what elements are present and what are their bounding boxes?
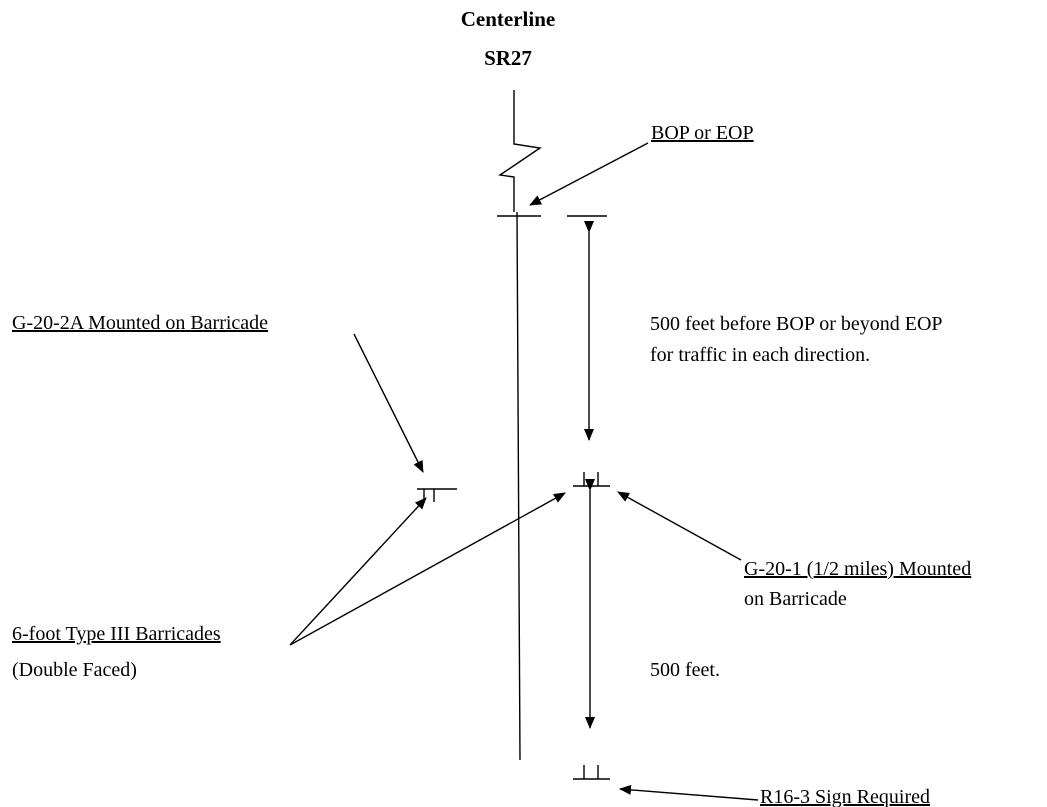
label-500ft-before-bop-line1: 500 feet before BOP or beyond EOP [650, 313, 943, 335]
title-road: SR27 [484, 46, 532, 70]
barricade-bottom-symbol [573, 765, 610, 780]
barricade-center-symbol [573, 472, 610, 487]
label-bop-eop: BOP or EOP [651, 122, 754, 144]
arrow-g20-2a [353, 333, 424, 473]
label-500ft: 500 feet. [650, 659, 720, 681]
arrow-g20-1 [617, 491, 742, 561]
arrow-barricades-left [289, 497, 427, 646]
arrow-barricades-center [289, 492, 566, 646]
label-g20-1-line2: on Barricade [744, 588, 847, 610]
centerline [516, 211, 521, 761]
label-barricades-line2: (Double Faced) [12, 659, 137, 681]
label-g20-2a: G-20-2A Mounted on Barricade [12, 312, 268, 334]
title-centerline: Centerline [461, 7, 555, 31]
centerline-break-symbol [498, 90, 542, 212]
label-barricades-line1: 6-foot Type III Barricades [12, 623, 221, 645]
arrow-bop-eop [529, 142, 649, 206]
label-500ft-before-bop-line2: for traffic in each direction. [650, 344, 870, 366]
label-r16-3: R16-3 Sign Required [760, 786, 930, 807]
barricade-left-symbol [417, 488, 457, 502]
label-g20-1-line1: G-20-1 (1/2 miles) Mounted [744, 558, 971, 580]
arrow-r16-3 [619, 784, 759, 801]
